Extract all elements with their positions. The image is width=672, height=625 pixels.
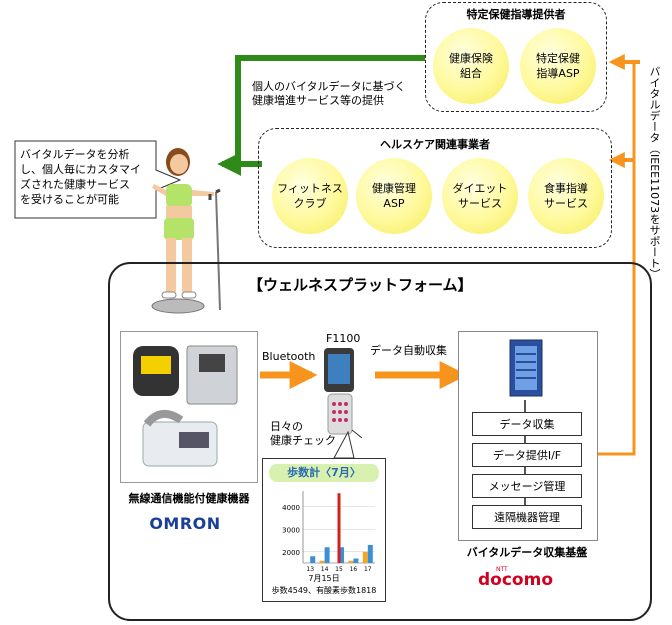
docomo-logo: docomo: [478, 570, 553, 590]
chart-title: 歩数計〈7月〉: [269, 464, 379, 482]
chart-footer-stats: 歩数4549、有酸素歩数1818: [271, 586, 377, 595]
healthcare-group: [258, 128, 612, 248]
step-chart: 2000 3000 4000 13 14 15 16 17: [282, 491, 375, 573]
service-note: 個人のバイタルデータに基づく 健康増進サービス等の提供: [252, 80, 406, 107]
devices-caption: 無線通信機能付健康機器: [128, 492, 250, 505]
chart-bar: [367, 545, 373, 563]
chart-bar: [310, 556, 316, 563]
circle-meal-guidance: 食事指導 サービス: [528, 158, 604, 234]
mobile-phone-illustration: [324, 348, 363, 438]
platform-frame: [108, 262, 652, 621]
stack-data-collection: データ収集: [472, 412, 582, 436]
ntt-mark: NTT: [496, 566, 508, 573]
stack-remote-device-management: 遠隔機器管理: [472, 505, 582, 529]
circle-fitness-club: フィットネス クラブ: [272, 158, 348, 234]
chart-bar: [348, 560, 354, 563]
chart-xtick-label: 14: [321, 566, 329, 573]
chart-footer-date: 7月15日: [308, 574, 340, 583]
chart-xtick-label: 15: [335, 566, 343, 573]
chart-bar: [339, 547, 344, 563]
provider-group-title: 特定保健指導提供者: [466, 8, 566, 21]
chart-bar: [324, 547, 330, 563]
chart-xtick-label: 16: [350, 566, 358, 573]
server-icon: [509, 339, 543, 397]
chart-xtick-label: 17: [364, 566, 372, 573]
stack-message-management: メッセージ管理: [472, 474, 582, 498]
healthcare-group-title: ヘルスケア関連事業者: [380, 138, 490, 151]
chart-ytick-label: 2000: [282, 549, 300, 557]
omron-logo: OMRON: [149, 514, 221, 533]
chart-ytick-label: 4000: [282, 504, 300, 512]
chart-bar: [319, 560, 325, 563]
circle-health-insurance: 健康保険 組合: [433, 28, 509, 104]
chart-ytick-label: 3000: [282, 526, 300, 534]
chart-bar: [362, 551, 368, 563]
stack-data-provision-if: データ提供I/F: [472, 443, 582, 467]
phone-model-label: F1100: [326, 332, 361, 345]
auto-collect-label: データ自動収集: [370, 344, 447, 357]
vertical-note: バイタルデータ（IEEE11073をサポート）: [648, 66, 661, 280]
server-caption: バイタルデータ収集基盤: [466, 546, 588, 559]
user-note: バイタルデータを分析 し、個人毎にカスタマイ ズされた健康サービス を受けること…: [20, 148, 141, 206]
circle-specific-guidance-asp: 特定保健 指導ASP: [520, 28, 596, 104]
chart-xtick-label: 13: [306, 566, 314, 573]
provider-group: [425, 2, 607, 112]
woman-exercising-illustration: [151, 148, 221, 314]
bluetooth-label: Bluetooth: [262, 350, 316, 363]
circle-health-management-asp: 健康管理 ASP: [356, 158, 432, 234]
platform-title: 【ウェルネスプラットフォーム】: [248, 276, 473, 294]
devices-box: [120, 331, 258, 483]
chart-bar: [353, 558, 359, 563]
circle-diet-service: ダイエット サービス: [442, 158, 518, 234]
user-callout: [14, 140, 182, 219]
health-devices-illustration: [133, 345, 238, 467]
phone-pointer: [333, 430, 355, 459]
step-chart-panel: 歩数計〈7月〉 2000 3000 4000 13 14 15 16 17 7月15日 歩数4…: [262, 458, 386, 602]
daily-check-label: 日々の 健康チェック: [270, 420, 336, 447]
chart-bar: [337, 493, 341, 563]
